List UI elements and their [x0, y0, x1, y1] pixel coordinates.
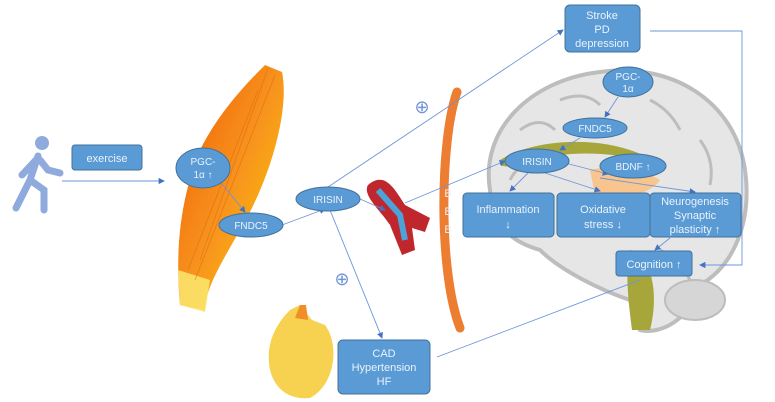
circled-plus-icon: ⊕ [414, 97, 429, 117]
cad-label: Hypertension [352, 362, 417, 374]
fndc5-label: FNDC5 [578, 124, 612, 135]
connectors [62, 29, 743, 358]
stroke-label: PD [594, 24, 609, 36]
neurogenesis-box: Neurogenesis Synaptic plasticity ↑ [649, 192, 742, 238]
inflammation-label: Inflammation [477, 204, 540, 216]
cad-box: CAD Hypertension HF [337, 339, 431, 395]
person-walking-icon [12, 136, 64, 214]
bbb-letter: B [444, 206, 451, 218]
brain-pgc-node: PGC- 1α [602, 66, 654, 98]
exercise-label: exercise [87, 153, 128, 165]
stroke-label: depression [575, 38, 629, 50]
cad-label: CAD [372, 348, 395, 360]
oxidative-label: Oxidative [580, 204, 626, 216]
inflammation-box: Inflammation ↓ [462, 192, 555, 238]
muscle-pgc-node: PGC- 1α ↑ [175, 147, 231, 189]
irisin-label: IRISIN [522, 157, 551, 168]
oxidative-label: stress ↓ [584, 219, 622, 231]
blood-vessel-illustration [366, 179, 430, 255]
cognition-box: Cognition ↑ [615, 250, 693, 277]
blood-brain-barrier [439, 87, 465, 333]
circled-plus-icon: ⊕ [334, 269, 349, 289]
neurogenesis-label: Synaptic [674, 210, 717, 222]
muscle-illustration [178, 65, 284, 312]
muscle-fndc5-node: FNDC5 [218, 212, 284, 238]
brain-fndc5-node: FNDC5 [562, 117, 628, 139]
cognition-label: Cognition ↑ [626, 259, 681, 271]
neurogenesis-label: Neurogenesis [661, 196, 729, 208]
inflammation-label: ↓ [505, 219, 511, 231]
exercise-box: exercise [71, 144, 143, 171]
heart-illustration [268, 305, 334, 399]
pgc-label: 1α [622, 84, 634, 95]
oxidative-stress-box: Oxidative stress ↓ [556, 192, 651, 238]
bbb-letter: B [444, 188, 451, 200]
pgc-label: PGC- [616, 72, 641, 83]
pgc-label: 1α ↑ [193, 170, 212, 181]
bdnf-node: BDNF ↑ [599, 153, 667, 179]
irisin-node: IRISIN [295, 186, 361, 212]
brain-irisin-node: IRISIN [504, 148, 570, 174]
bbb-letter: B [444, 224, 451, 236]
bdnf-label: BDNF ↑ [616, 162, 651, 173]
stroke-box: Stroke PD depression [564, 4, 641, 53]
pgc-label: PGC- [191, 157, 216, 168]
neurogenesis-label: plasticity ↑ [670, 224, 721, 236]
cad-label: HF [377, 376, 392, 388]
irisin-label: IRISIN [313, 195, 342, 206]
fndc5-label: FNDC5 [234, 221, 268, 232]
stroke-label: Stroke [586, 10, 618, 22]
